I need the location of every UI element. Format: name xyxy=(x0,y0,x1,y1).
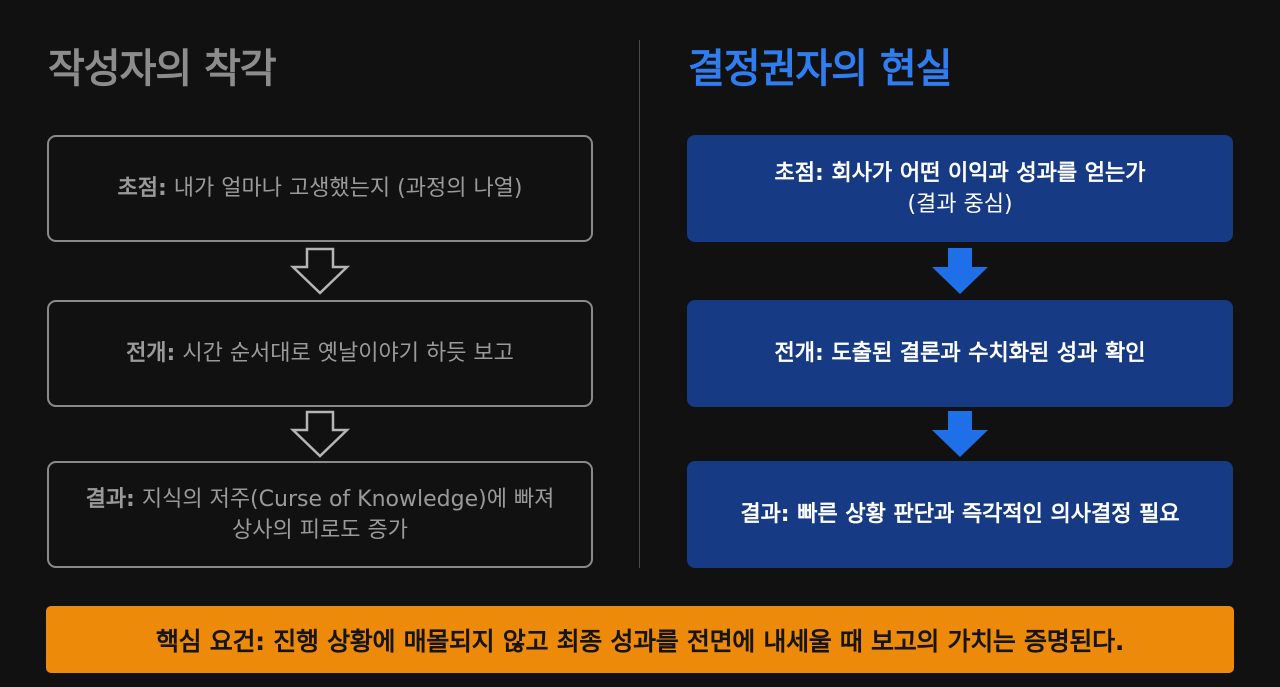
right-box-focus-line-2: (결과 중심) xyxy=(907,191,1013,217)
right-column-title: 결정권자의 현실 xyxy=(688,46,953,92)
left-box-result-text: 지식의 저주(Curse of Knowledge)에 빠져 xyxy=(141,486,555,512)
right-box-development-text: 도출된 결론과 수치화된 성과 확인 xyxy=(831,341,1146,366)
left-box-result-line-1: 결과: 지식의 저주(Curse of Knowledge)에 빠져 xyxy=(86,484,555,515)
key-requirement-banner: 핵심 요건: 진행 상황에 매몰되지 않고 최종 성과를 전면에 내세울 때 보… xyxy=(46,606,1234,673)
left-arrow-down-icon-1 xyxy=(290,247,350,295)
right-box-development-line: 전개: 도출된 결론과 수치화된 성과 확인 xyxy=(775,338,1146,369)
right-box-development: 전개: 도출된 결론과 수치화된 성과 확인 xyxy=(687,300,1233,407)
left-box-development-line: 전개: 시간 순서대로 옛날이야기 하듯 보고 xyxy=(126,338,514,369)
left-box-focus-label: 초점: xyxy=(117,176,167,201)
right-arrow-down-icon-2 xyxy=(932,411,988,457)
right-arrow-down-icon-1 xyxy=(932,248,988,294)
right-box-development-label: 전개: xyxy=(774,341,824,366)
right-box-focus-label: 초점: xyxy=(774,160,824,186)
left-box-focus-line: 초점: 내가 얼마나 고생했는지 (과정의 나열) xyxy=(117,173,522,204)
left-box-focus: 초점: 내가 얼마나 고생했는지 (과정의 나열) xyxy=(47,135,593,242)
right-box-result-label: 결과: xyxy=(740,502,790,527)
right-box-focus-line-1: 초점: 회사가 어떤 이익과 성과를 얻는가 xyxy=(775,158,1146,189)
left-box-development: 전개: 시간 순서대로 옛날이야기 하듯 보고 xyxy=(47,300,593,407)
right-box-result: 결과: 빠른 상황 판단과 즉각적인 의사결정 필요 xyxy=(687,461,1233,568)
left-box-focus-text: 내가 얼마나 고생했는지 (과정의 나열) xyxy=(173,176,523,201)
right-box-result-line: 결과: 빠른 상황 판단과 즉각적인 의사결정 필요 xyxy=(740,499,1179,530)
column-divider xyxy=(639,40,640,568)
left-box-result-label: 결과: xyxy=(85,486,135,512)
left-arrow-down-icon-2 xyxy=(290,410,350,458)
left-box-development-text: 시간 순서대로 옛날이야기 하듯 보고 xyxy=(182,341,514,366)
left-box-development-label: 전개: xyxy=(126,341,176,366)
left-box-result-line-2: 상사의 피로도 증가 xyxy=(232,517,408,543)
right-box-focus: 초점: 회사가 어떤 이익과 성과를 얻는가 (결과 중심) xyxy=(687,135,1233,242)
left-column-title: 작성자의 착각 xyxy=(48,46,277,92)
left-box-result: 결과: 지식의 저주(Curse of Knowledge)에 빠져 상사의 피… xyxy=(47,461,593,568)
key-requirement-text: 핵심 요건: 진행 상황에 매몰되지 않고 최종 성과를 전면에 내세울 때 보… xyxy=(155,626,1125,656)
right-box-result-text: 빠른 상황 판단과 즉각적인 의사결정 필요 xyxy=(797,502,1180,527)
right-box-focus-text: 회사가 어떤 이익과 성과를 얻는가 xyxy=(831,160,1146,186)
